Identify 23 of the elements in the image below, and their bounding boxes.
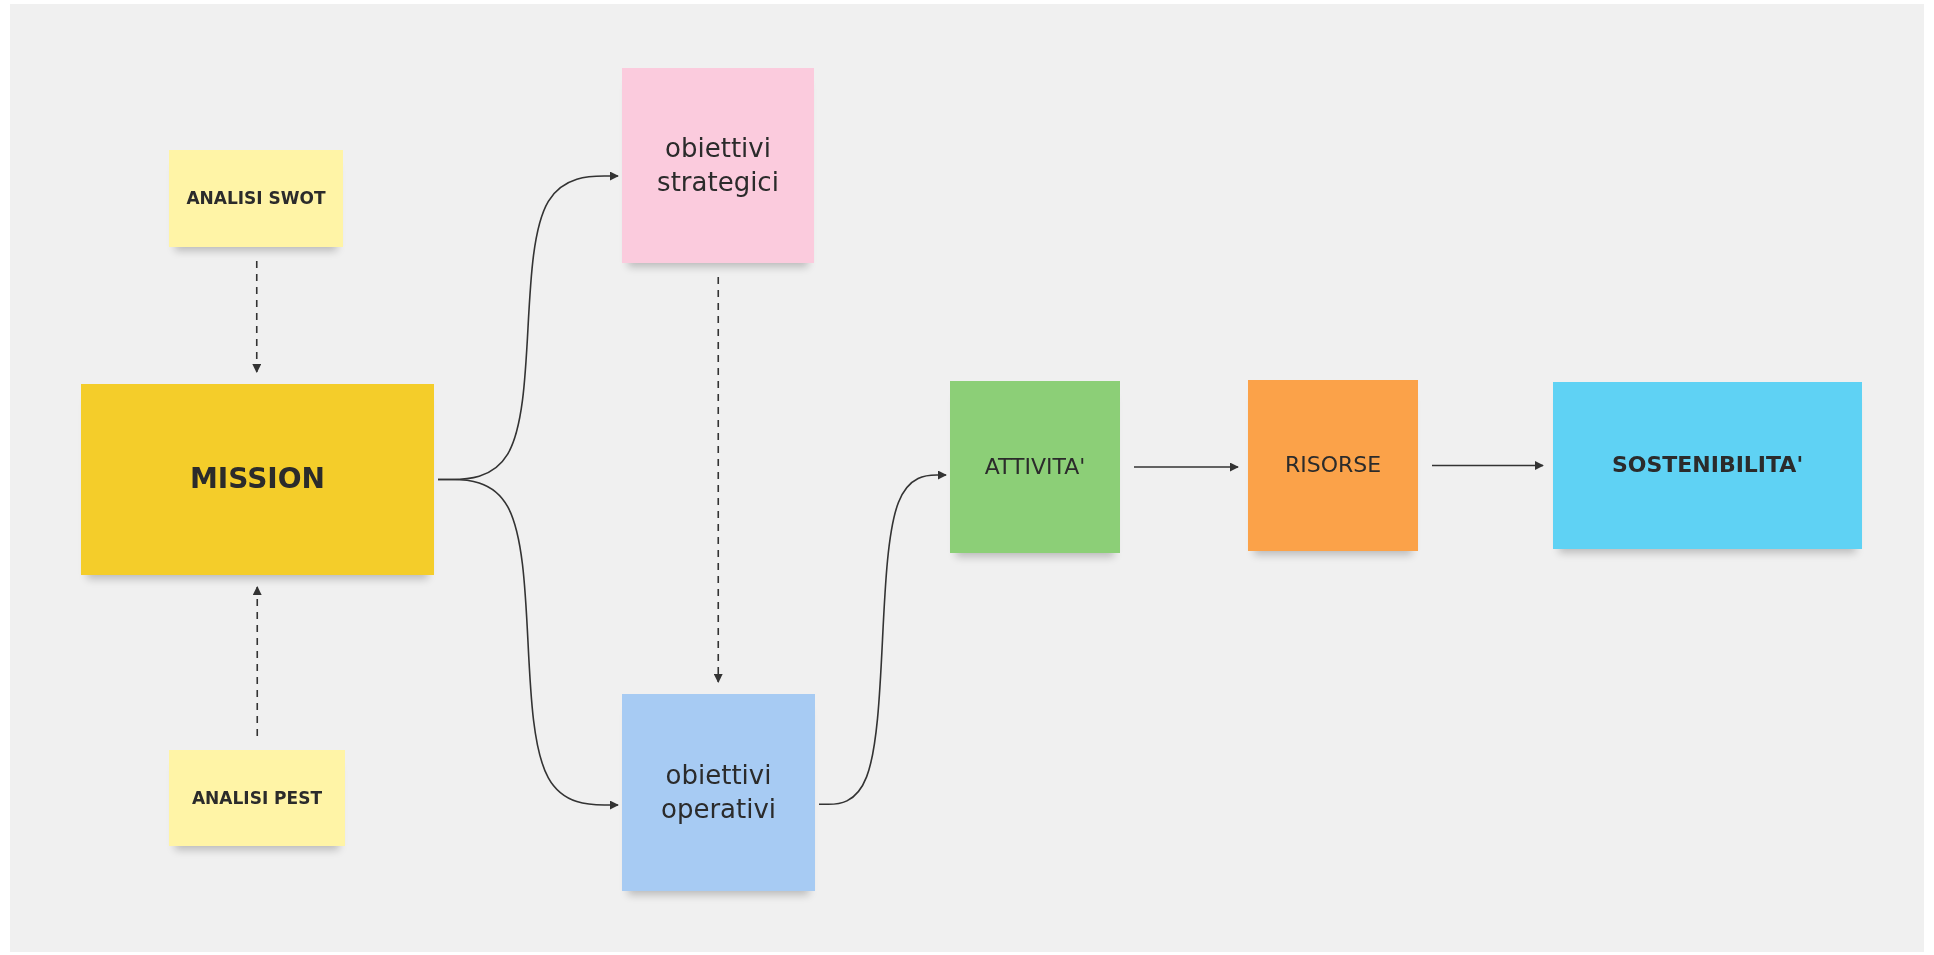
sticky-note — [169, 150, 343, 247]
sticky-note — [81, 384, 434, 575]
note-text: MISSION — [190, 461, 325, 498]
arrow — [713, 276, 723, 683]
arrow — [1431, 461, 1544, 470]
sticky-note — [622, 694, 815, 891]
arrow — [437, 478, 619, 810]
sticky-note — [950, 381, 1120, 553]
sticky-note — [1248, 380, 1418, 551]
arrow — [1133, 462, 1239, 472]
arrow — [252, 586, 262, 737]
arrow — [252, 260, 262, 373]
sticky-note — [169, 750, 345, 846]
note-text: ATTIVITA' — [984, 452, 1086, 481]
sticky-note — [1553, 382, 1862, 549]
sticky-note — [622, 68, 814, 263]
note-text: SOSTENIBILITA' — [1611, 451, 1804, 480]
note-text: RISORSE — [1284, 451, 1382, 480]
note-text: ANALISI SWOT — [186, 187, 326, 210]
note-text: ANALISI PEST — [191, 786, 323, 810]
note-text: obiettivi operativi — [659, 758, 778, 826]
arrow — [818, 470, 947, 806]
note-text: obiettivi strategici — [656, 131, 780, 199]
